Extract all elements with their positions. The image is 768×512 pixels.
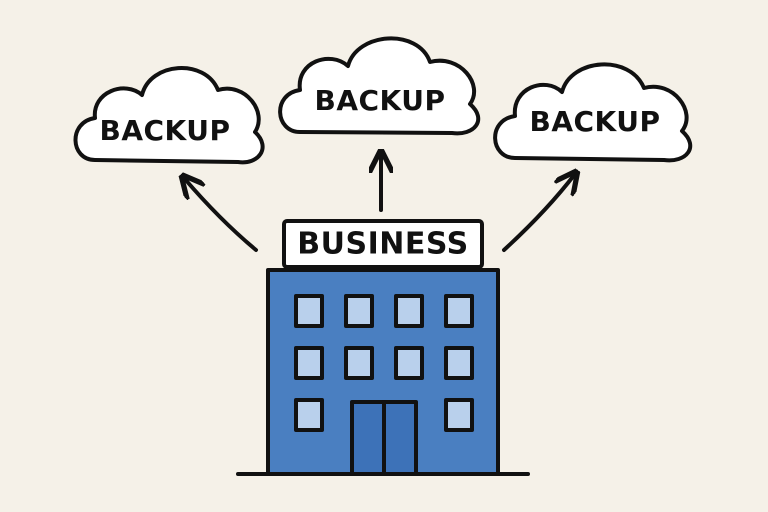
business-sign: BUSINESS [282,219,484,269]
backup-cloud-left: BACKUP [73,66,265,165]
window [444,398,474,432]
window [344,294,374,328]
window [444,294,474,328]
window [294,294,324,328]
cloud-icon [493,62,693,163]
backup-label: BACKUP [99,114,230,147]
backup-label: BACKUP [529,105,660,138]
business-label: BUSINESS [297,227,468,262]
backup-label: BACKUP [314,84,445,117]
backup-cloud-right: BACKUP [493,62,693,163]
arrow-to-right-backup [502,174,575,252]
business-building [236,268,530,476]
business-sign-board [282,219,484,269]
arrow-to-left-backup [184,178,258,252]
cloud-icon [73,66,265,165]
window [394,294,424,328]
backup-cloud-center: BACKUP [278,36,481,136]
window [444,346,474,380]
window [344,346,374,380]
cloud-icon [278,36,481,136]
window [294,398,324,432]
window [294,346,324,380]
window [394,346,424,380]
